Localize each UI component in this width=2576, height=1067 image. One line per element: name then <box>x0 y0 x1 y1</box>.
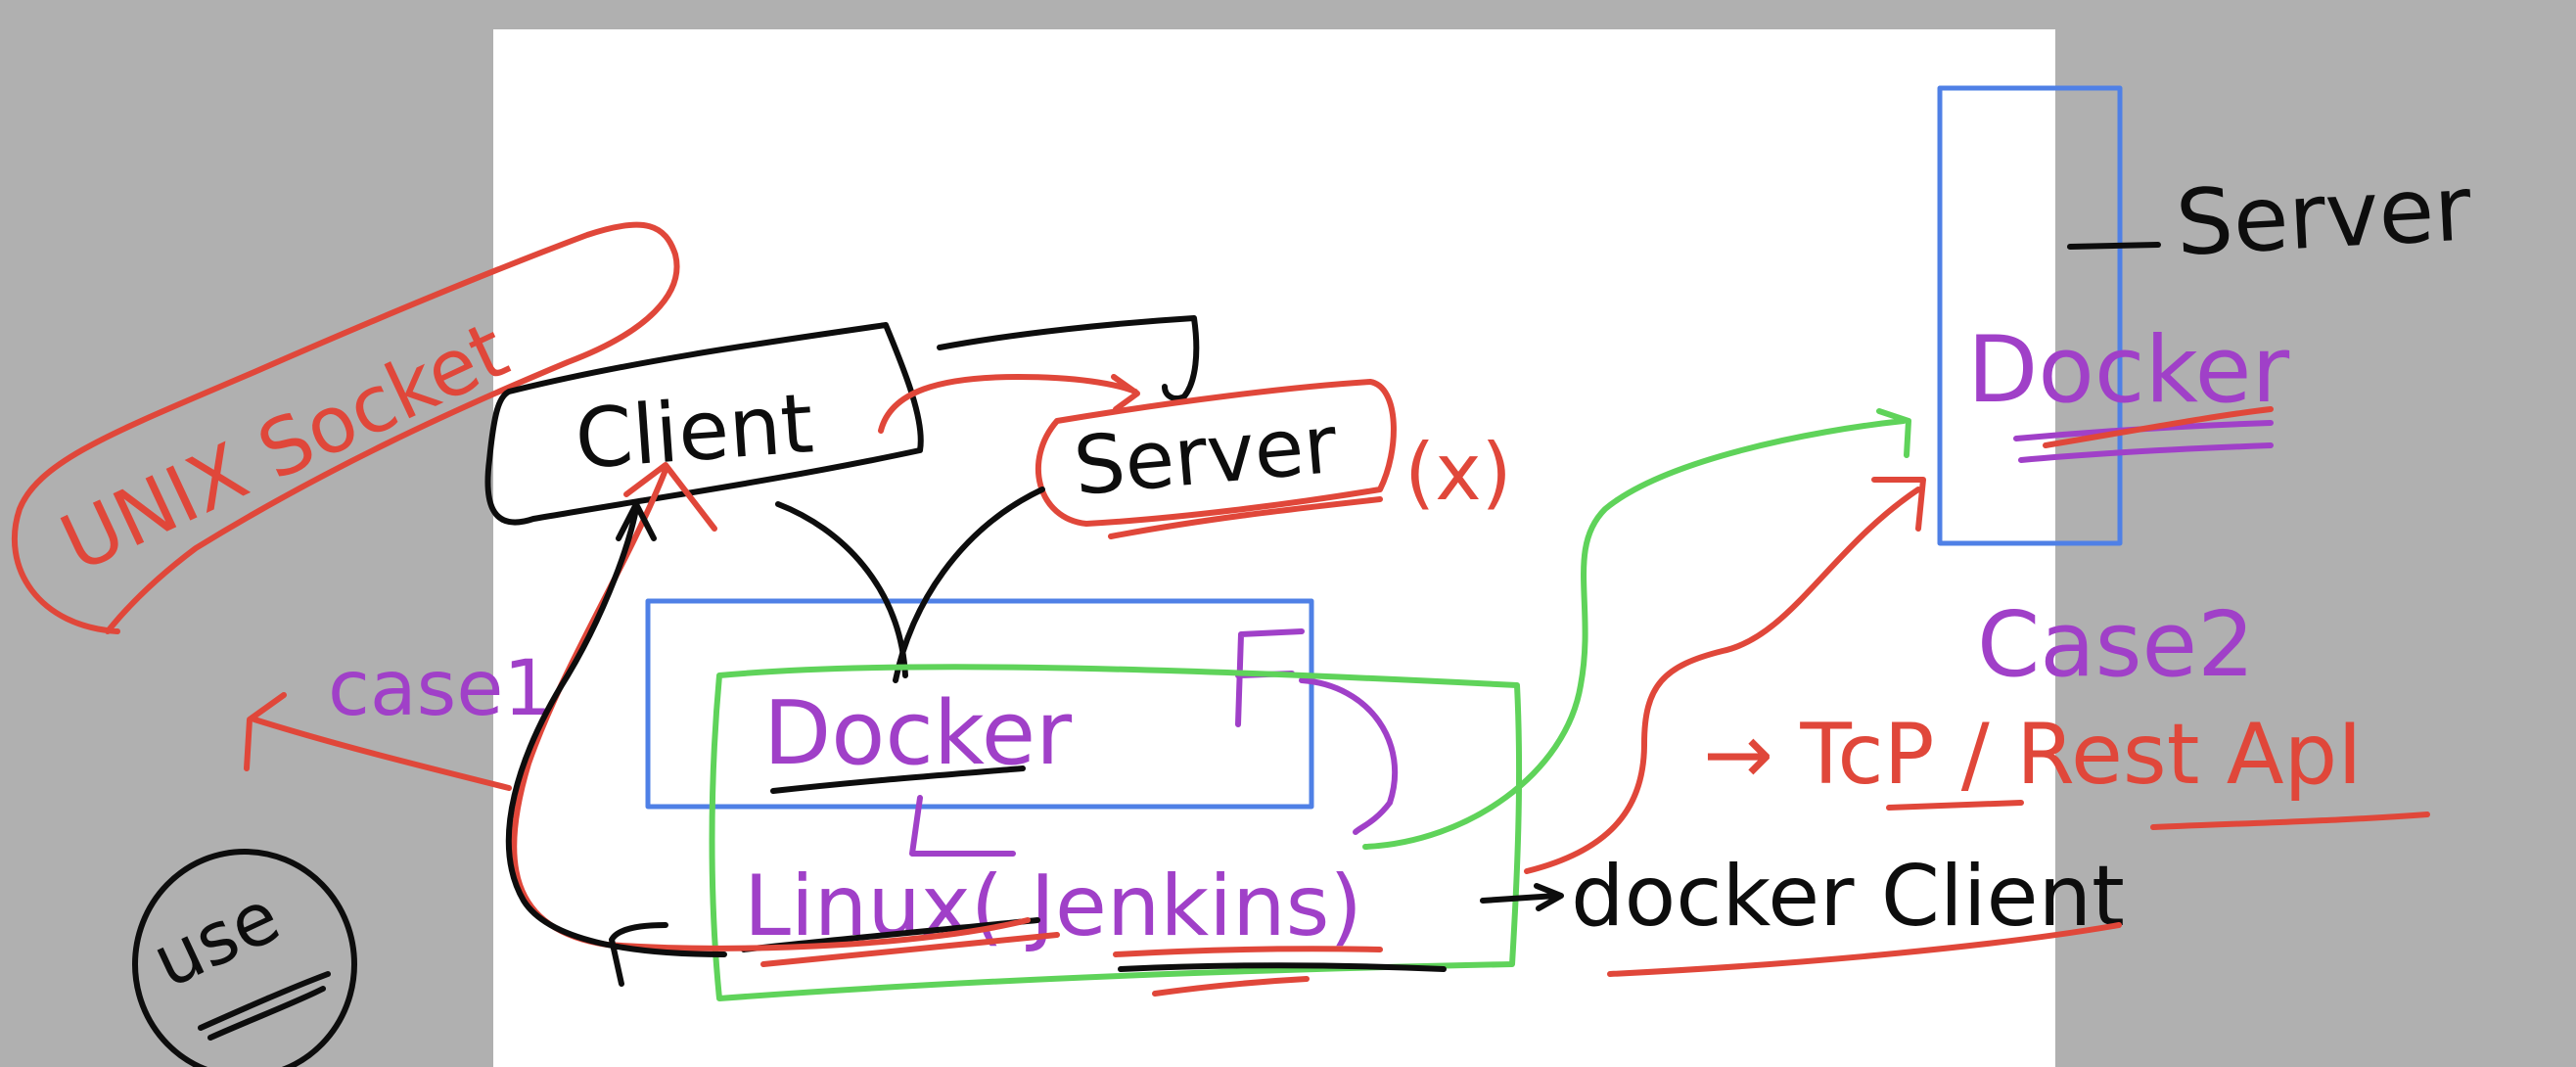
server-top-label: Server <box>1070 398 1340 514</box>
whiteboard-page <box>493 29 2055 1067</box>
red-big-loop <box>511 462 1031 951</box>
docker-right-box <box>1937 85 2123 546</box>
unix-socket-label: UNIX Socket <box>48 304 521 589</box>
unix-socket-outline <box>12 221 680 634</box>
rest-api-underline <box>2150 812 2430 830</box>
case1-arrow <box>244 692 512 791</box>
green-arrow <box>1362 408 1911 850</box>
tcp-underline <box>1886 800 2024 811</box>
bracket-L <box>909 795 1016 857</box>
server-docker-line <box>893 487 1045 683</box>
server-top-box <box>1035 379 1397 527</box>
x-mark-label: (x) <box>1404 427 1512 518</box>
docker-right-label: Docker <box>1967 317 2289 424</box>
docker-right-red-underline <box>2043 406 2274 448</box>
docker-client-arrow <box>1480 883 1564 911</box>
red-arrow-right <box>1524 477 1926 874</box>
server-right-dash <box>2067 242 2161 250</box>
docker-inner-underline <box>770 765 1026 794</box>
jenkins-underline <box>1118 962 1447 972</box>
use-label: use <box>140 874 292 1004</box>
use-underline <box>198 971 331 1041</box>
server-top-underline <box>1108 496 1383 539</box>
case2-label: Case2 <box>1977 592 2255 697</box>
jenkins-red-underline <box>1113 946 1383 997</box>
client-label: Client <box>573 375 816 487</box>
tcp-rest-label: → TcP / Rest ApI <box>1703 706 2363 804</box>
docker-inner-label: Docker <box>763 682 1072 785</box>
server-right-label: Server <box>2174 156 2474 276</box>
docker-inner-box <box>645 598 1314 810</box>
client-docker-line <box>775 501 908 678</box>
black-loop <box>505 501 727 987</box>
client-server-red-arrow <box>878 374 1140 434</box>
client-box <box>484 322 924 526</box>
docker-client-label: docker Client <box>1571 848 2125 946</box>
client-server-connector <box>937 315 1200 401</box>
use-circle <box>132 849 357 1067</box>
case1-label: case1 <box>328 645 552 733</box>
docker-client-underline <box>1607 922 2122 977</box>
linux-red-underline <box>760 932 1060 967</box>
